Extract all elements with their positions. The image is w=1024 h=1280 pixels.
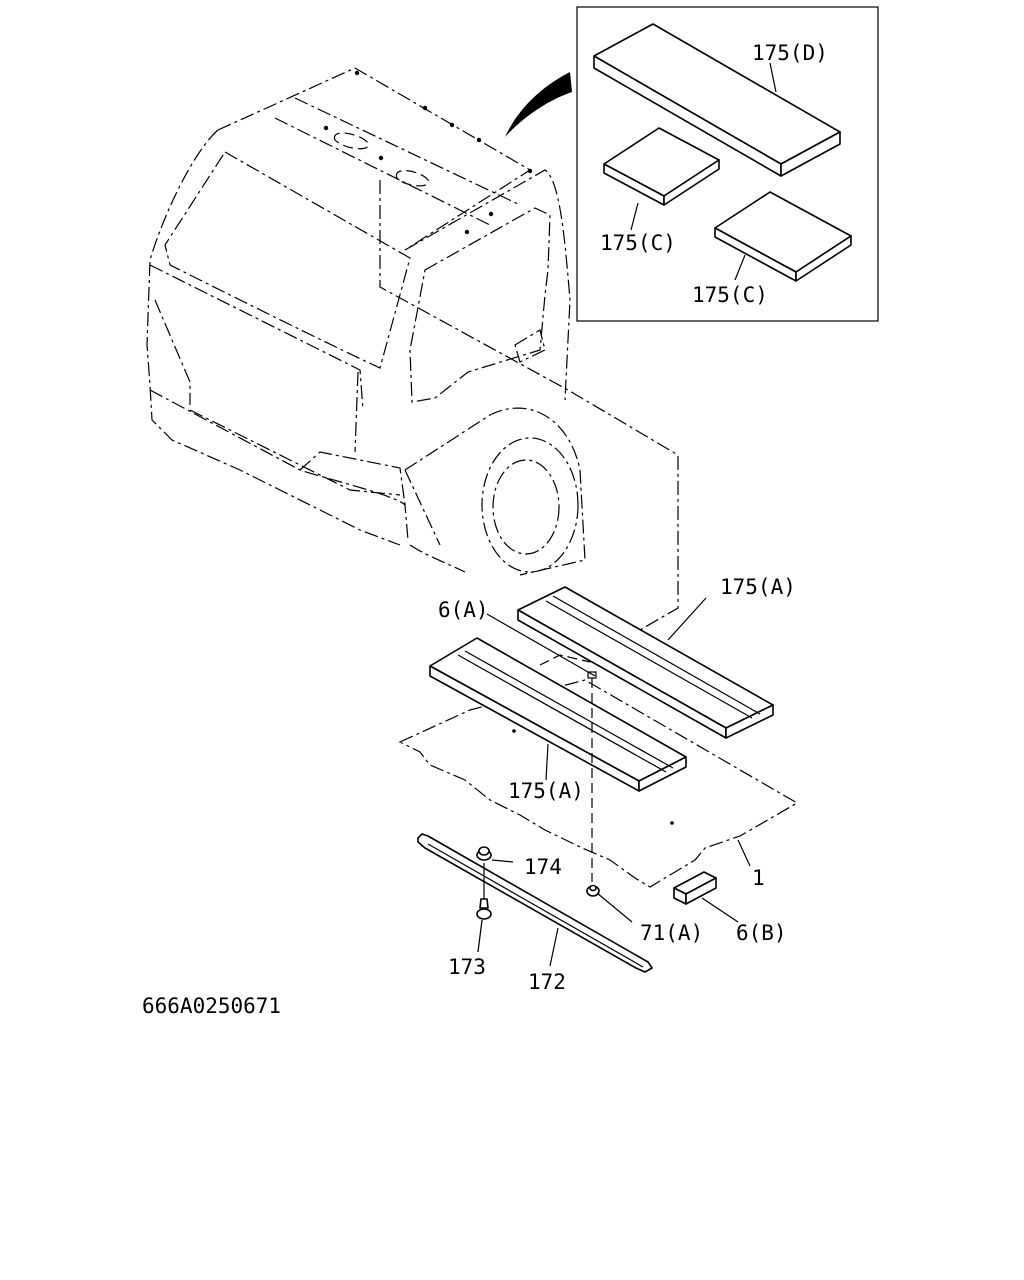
- label-71a: 71(A): [640, 921, 703, 945]
- inset-pointer-arrow: [505, 72, 572, 137]
- label-175d: 175(D): [752, 41, 828, 65]
- pad-175c-bottom: [714, 191, 852, 282]
- label-175c-top: 175(C): [600, 231, 676, 255]
- scuff-plate-172: [417, 833, 653, 973]
- pad-175a-right: [517, 586, 774, 739]
- label-175a-left: 175(A): [508, 779, 584, 803]
- label-174: 174: [524, 855, 562, 879]
- position-guide-line: [379, 180, 679, 657]
- label-6a: 6(A): [438, 598, 489, 622]
- nut-174: [476, 846, 492, 861]
- label-6b: 6(B): [736, 921, 787, 945]
- label-1: 1: [752, 866, 765, 890]
- label-175a-right: 175(A): [720, 575, 796, 599]
- label-172: 172: [528, 970, 566, 994]
- screw-173: [476, 898, 492, 920]
- label-175c-bottom: 175(C): [692, 283, 768, 307]
- floor-mat: [398, 679, 799, 888]
- inset-panel: [576, 6, 879, 322]
- pad-175d: [593, 23, 841, 177]
- drawing-code: 666A0250671: [142, 994, 281, 1018]
- pad-175c-top: [603, 127, 720, 206]
- clip-71a: [586, 884, 600, 897]
- truck-cab: [146, 67, 586, 576]
- leader-lines: [477, 597, 751, 967]
- block-6b: [673, 871, 717, 905]
- pad-175a-left: [429, 637, 687, 792]
- label-173: 173: [448, 955, 486, 979]
